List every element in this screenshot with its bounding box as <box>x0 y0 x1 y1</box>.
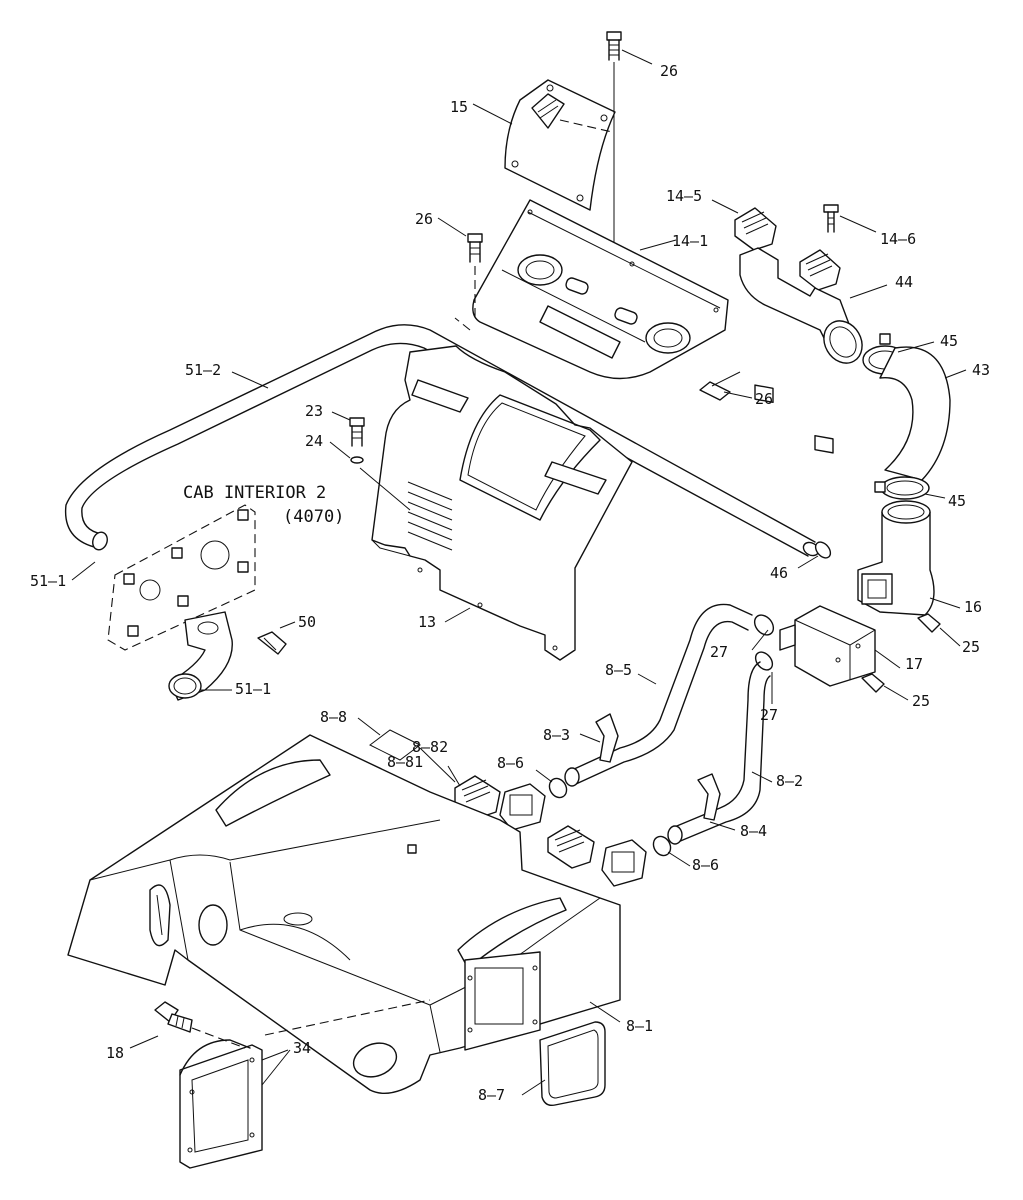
callout-8-4: 8–4 <box>740 822 767 840</box>
bolt-23 <box>349 417 365 447</box>
washer-24 <box>350 456 411 511</box>
clamp-46 <box>814 541 832 559</box>
callout-50: 50 <box>298 613 316 631</box>
clamp-27-upper <box>753 614 775 636</box>
hose-8-2 <box>667 661 771 845</box>
clamp-27-lower <box>754 651 774 671</box>
callout-14-5: 14–5 <box>666 187 702 205</box>
callout-27-lower: 27 <box>760 706 778 724</box>
pipe-elbow-51-1 <box>168 611 233 701</box>
callout-44: 44 <box>895 273 913 291</box>
clamp-45-bottom <box>874 476 930 500</box>
screw-50 <box>257 631 287 655</box>
callout-46: 46 <box>770 564 788 582</box>
hose-8-5 <box>564 603 753 787</box>
callout-8-6-upper: 8–6 <box>497 754 524 772</box>
gasket-8-7 <box>539 1021 606 1107</box>
callout-8-3: 8–3 <box>543 726 570 744</box>
callout-8-1: 8–1 <box>626 1017 653 1035</box>
callout-17: 17 <box>905 655 923 673</box>
callout-26-right: 26 <box>755 390 773 408</box>
clamp-8-6-lower <box>652 835 672 857</box>
callout-34: 34 <box>293 1039 311 1057</box>
reference-code: (4070) <box>283 507 344 527</box>
callout-8-5: 8–5 <box>605 661 632 679</box>
bolt-26-middle <box>467 233 483 320</box>
callout-18: 18 <box>106 1044 124 1062</box>
callout-45-top: 45 <box>940 332 958 350</box>
callout-23: 23 <box>305 402 323 420</box>
callout-26-middle: 26 <box>415 210 433 228</box>
reference-title: CAB INTERIOR 2 <box>183 483 326 503</box>
louver-frame-8-82 <box>499 783 647 887</box>
callout-8-6-lower: 8–6 <box>692 856 719 874</box>
vent-louver-14-5 <box>734 207 841 291</box>
panel-13 <box>371 345 633 661</box>
callout-14-1: 14–1 <box>672 232 708 250</box>
reference-plate <box>107 504 256 651</box>
bolt-25-upper <box>917 613 941 633</box>
bolt-26-right <box>699 371 741 401</box>
cover-plate-15 <box>504 79 616 330</box>
flange-34 <box>179 1039 263 1169</box>
outlet-box-17 <box>779 605 876 687</box>
callout-8-7: 8–7 <box>478 1086 505 1104</box>
callout-25-lower: 25 <box>912 692 930 710</box>
callout-8-2: 8–2 <box>776 772 803 790</box>
callout-16: 16 <box>964 598 982 616</box>
callout-15: 15 <box>450 98 468 116</box>
main-duct-8-1 <box>67 734 621 1094</box>
callout-43: 43 <box>972 361 990 379</box>
callout-labels: 26 15 14–5 14–6 26 14–1 44 51–2 45 43 26… <box>30 62 990 1104</box>
bolt-18 <box>154 1001 246 1049</box>
callout-8-8: 8–8 <box>320 708 347 726</box>
callout-8-82: 8–82 <box>412 738 448 756</box>
callout-45-bottom: 45 <box>948 492 966 510</box>
screw-14-6 <box>823 204 839 233</box>
pipe-51-2 <box>64 324 820 557</box>
bolt-25-lower <box>861 673 885 693</box>
callout-51-1-upper: 51–1 <box>30 572 66 590</box>
elbow-16 <box>857 500 935 616</box>
callout-14-6: 14–6 <box>880 230 916 248</box>
callout-24: 24 <box>305 432 323 450</box>
duct-44 <box>739 247 863 454</box>
callout-27-upper: 27 <box>710 643 728 661</box>
panel-14-1 <box>454 199 729 380</box>
callout-13: 13 <box>418 613 436 631</box>
callout-8-81: 8–81 <box>387 753 423 771</box>
callout-51-1-lower: 51–1 <box>235 680 271 698</box>
callout-51-2: 51–2 <box>185 361 221 379</box>
bolt-26-top <box>606 31 622 112</box>
hose-43 <box>879 346 951 481</box>
callout-26-top: 26 <box>660 62 678 80</box>
callout-25-upper: 25 <box>962 638 980 656</box>
clamp-8-6-upper <box>548 777 568 799</box>
leader-lines <box>71 49 967 1096</box>
